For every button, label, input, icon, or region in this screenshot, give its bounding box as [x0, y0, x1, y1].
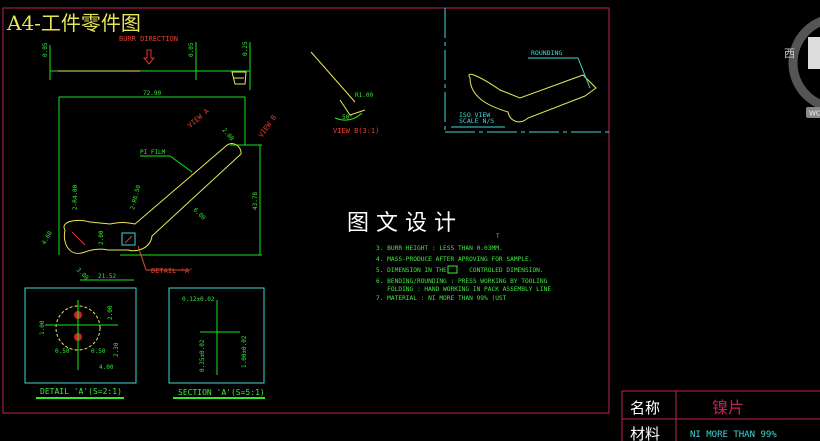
note-6b: FOLDING : HAND WORKING IN PACK ASSEMBLY … — [376, 286, 551, 293]
sheet-border — [2, 7, 610, 414]
dim-height: 43.78 — [252, 192, 259, 210]
detail-a-frame — [24, 287, 137, 384]
material-label: 材料 — [630, 425, 660, 441]
bent-tab-outline — [231, 71, 247, 85]
drawing-stroke — [447, 265, 458, 274]
wcs-label: WC — [809, 110, 820, 118]
dim-600: 6.00 — [192, 206, 207, 221]
detail-a-title: DETAIL 'A'(S=2:1) — [40, 387, 122, 396]
drawing-stroke — [124, 235, 133, 244]
iso-part-outline — [468, 73, 597, 123]
drawing-stroke — [137, 245, 147, 271]
drawing-stroke — [334, 112, 363, 121]
iso-view-label: ISO VIEW — [459, 111, 490, 119]
note-3: 3. BURR HEIGHT : LESS THAN 0.03MM. — [376, 245, 503, 252]
note-4: 4. MASS-PRODUCE AFTER APROVING FOR SAMPL… — [376, 256, 532, 263]
wcs-button[interactable] — [806, 107, 820, 118]
section-a-title: SECTION 'A'(S=5:1) — [178, 388, 265, 397]
dim-top-3: 0.25 — [242, 41, 249, 56]
view-b-label: VIEW B — [257, 114, 278, 139]
viewcube-west-label: 西 — [784, 47, 795, 60]
dim-r1: 2-R4.00 — [72, 184, 79, 210]
title-block: 名称 镍片 材料 NI MORE THAN 99% — [621, 390, 820, 441]
view-a-label: VIEW A — [186, 107, 211, 130]
detail-a-callout: DETAIL 'A' — [151, 267, 193, 275]
name-value: 镍片 — [712, 398, 744, 417]
drawing-stroke — [808, 37, 820, 69]
marker-t: T — [496, 233, 500, 240]
drawing-stroke — [788, 16, 820, 110]
burr-direction-label: BURR DIRECTION — [119, 35, 178, 43]
detail-dim-6: 1.00 — [39, 320, 46, 335]
dim-208: 2.08 — [220, 127, 235, 143]
view-b-line — [310, 51, 356, 103]
dim-top-1: 0.05 — [42, 42, 49, 57]
material-value: NI MORE THAN 99% — [690, 430, 777, 440]
detail-dim-4: 4.00 — [99, 364, 114, 371]
note-6: 6. BENDING/ROUNDING : PRESS WORKING BY T… — [376, 278, 548, 285]
detail-dim-1: 2.00 — [107, 305, 114, 320]
pi-film-label: PI FILM — [140, 149, 166, 156]
view-b-caption: VIEW B(3:1) — [333, 127, 379, 135]
angle-dim: 50° — [342, 114, 353, 121]
drawing-stroke — [339, 99, 366, 116]
dim-width: 72.90 — [143, 90, 161, 97]
drawing-stroke — [577, 57, 591, 89]
r100-dim: R1.00 — [355, 92, 373, 99]
drawing-stroke — [169, 155, 193, 173]
detail-dim-3: 0.50 — [91, 348, 106, 355]
drawing-stroke — [71, 231, 86, 246]
section-dim-1: 0.12±0.02 — [182, 296, 215, 303]
technical-notes: 3. BURR HEIGHT : LESS THAN 0.03MM. 4. MA… — [376, 245, 551, 302]
drawing-stroke — [55, 305, 101, 351]
dim-460: 4.60 — [41, 230, 54, 246]
dim-200: 2.00 — [98, 230, 105, 245]
part-outline — [63, 143, 242, 254]
watermark-text: 图 文 设 计 — [347, 211, 456, 236]
iso-scale-label: SCALE N/S — [459, 117, 494, 125]
section-a-frame — [168, 287, 265, 384]
dim-2152: 21.52 — [98, 273, 116, 280]
sheet-title: A4-工件零件图 — [6, 11, 141, 35]
burr-arrow-icon — [142, 49, 156, 65]
dim-r2: 2-R6.50 — [129, 184, 142, 211]
detail-dim-5: 2.30 — [113, 342, 120, 357]
viewcube[interactable]: 西 WC — [784, 16, 820, 118]
section-dim-3: 1.00±0.02 — [241, 335, 248, 368]
rounding-label: ROUNDING — [531, 49, 562, 57]
note-7: 7. MATERIAL : NI MORE THAN 99% (UST — [376, 295, 507, 302]
name-label: 名称 — [630, 399, 660, 417]
detail-a-box — [121, 232, 136, 246]
detail-dim-2: 0.50 — [55, 348, 70, 355]
dim-top-2: 0.05 — [188, 42, 195, 57]
note-5: 5. DIMENSION IN THE CONTROLED DIMENSION. — [376, 267, 544, 274]
section-dim-2: 0.35±0.02 — [199, 339, 206, 372]
